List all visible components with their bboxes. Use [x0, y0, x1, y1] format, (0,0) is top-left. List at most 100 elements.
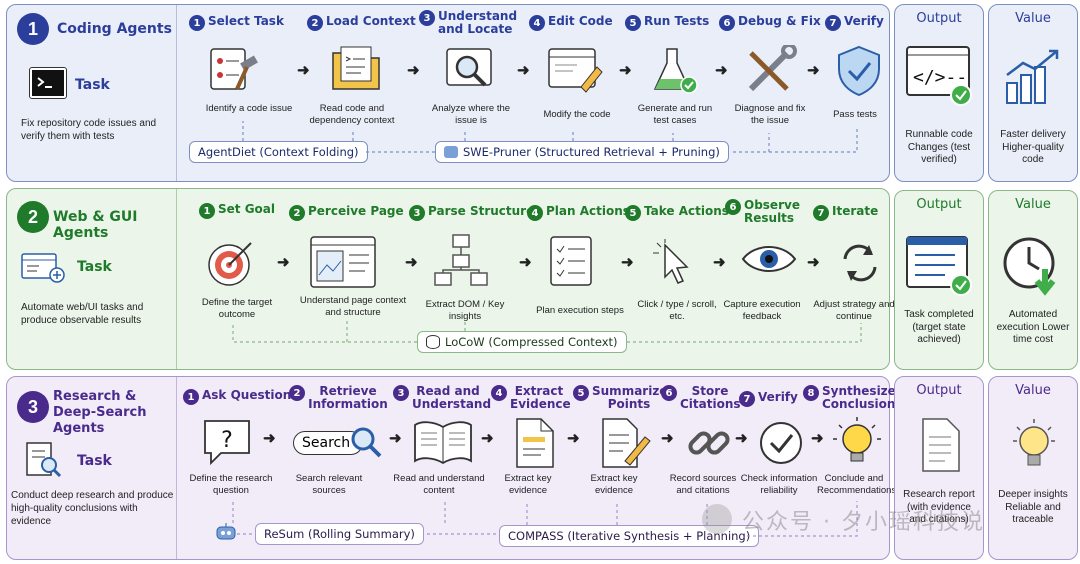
flow-arrow: ➜	[619, 62, 632, 79]
task-list-icon	[905, 235, 975, 296]
lightbulb-icon	[829, 415, 885, 467]
target-icon	[203, 237, 259, 289]
row-title: Web & GUI Agents	[53, 209, 138, 241]
row-title: Coding Agents	[57, 21, 172, 37]
lightbulb-icon	[1011, 417, 1057, 475]
panel-title: Output	[916, 11, 962, 26]
value-panel-research: Value Deeper insights Reliable and trace…	[988, 376, 1078, 560]
watermark: 公众号 · 夕小瑶科技说	[742, 510, 985, 535]
svg-text:?: ?	[221, 428, 233, 453]
search-icon	[351, 427, 382, 458]
chain-link-icon	[685, 419, 741, 471]
cursor-icon	[647, 237, 703, 289]
panel-text: Runnable code Changes (test verified)	[905, 129, 973, 165]
row-header: 3 Research & Deep-Search Agents Task Con…	[7, 377, 177, 559]
coding-agents-row: 1 Coding Agents Task Fix repository code…	[6, 4, 890, 182]
step-description: Extract DOM / Key insights	[425, 299, 505, 322]
step-description: Define the target outcome	[201, 297, 273, 320]
robot-icon	[215, 523, 237, 541]
search-bar-icon: Search	[293, 427, 383, 459]
flow-arrow: ➜	[567, 430, 580, 447]
terminal-icon	[29, 67, 67, 99]
hierarchy-icon	[433, 233, 489, 286]
flow-arrow: ➜	[517, 62, 530, 79]
document-search-icon	[23, 441, 63, 478]
editor-pencil-icon	[547, 45, 603, 97]
web-form-icon	[21, 253, 65, 283]
task-description: Fix repository code issues and verify th…	[21, 118, 157, 142]
flow-arrow: ➜	[263, 430, 276, 447]
task-description: Automate web/UI tasks and produce observ…	[21, 302, 144, 326]
open-book-icon	[413, 419, 472, 471]
eye-icon	[741, 239, 797, 291]
panel-title: Value	[1015, 197, 1051, 212]
flow-arrow: ➜	[715, 62, 728, 79]
tool-agentdiet: AgentDiet (Context Folding)	[189, 141, 368, 163]
clock-down-icon	[1001, 233, 1065, 299]
document-pencil-icon	[597, 417, 653, 469]
panel-text: Faster delivery Higher-quality code	[1000, 129, 1066, 165]
panel-text: Automated execution Lower time cost	[996, 309, 1070, 345]
task-label: Task	[77, 259, 112, 275]
step-description: Plan execution steps	[536, 305, 624, 316]
step-description: Generate and run test cases	[637, 103, 713, 126]
row-title: Research & Deep-Search Agents	[53, 389, 147, 436]
step-description: Define the research question	[189, 473, 273, 496]
row-number: 3	[17, 391, 49, 423]
web-gui-agents-row: 2 Web & GUI Agents Task Automate web/UI …	[6, 188, 895, 370]
refresh-icon	[833, 237, 889, 289]
flow-arrow: ➜	[735, 430, 748, 447]
step-description: Identify a code issue	[205, 103, 293, 114]
step-description: Capture execution feedback	[723, 299, 801, 322]
flow-arrow: ➜	[807, 62, 820, 79]
flow-arrow: ➜	[519, 254, 532, 271]
flow-arrow: ➜	[407, 62, 420, 79]
step-description: Pass tests	[833, 109, 877, 120]
step-description: Conclude and Recommendations	[817, 473, 897, 496]
panel-title: Output	[916, 197, 962, 212]
bug-hammer-icon	[207, 45, 263, 97]
step-description: Modify the code	[543, 109, 611, 120]
panel-text: Task completed (target state achieved)	[904, 309, 974, 345]
tool-swe-pruner: SWE-Pruner (Structured Retrieval + Pruni…	[435, 141, 729, 163]
flow-arrow: ➜	[621, 254, 634, 271]
panel-title: Output	[916, 383, 962, 398]
flow-arrow: ➜	[661, 430, 674, 447]
shield-icon	[835, 45, 891, 97]
step-description: Diagnose and fix the issue	[734, 103, 806, 126]
flask-icon	[647, 45, 703, 97]
output-panel-web: Output Task completed (target state achi…	[894, 190, 984, 370]
step-description: Search relevant sources	[295, 473, 363, 496]
checklist-icon	[545, 233, 601, 286]
tools-icon	[743, 43, 799, 97]
flow-arrow: ➜	[297, 62, 310, 79]
panel-text: Deeper insights Reliable and traceable	[998, 489, 1068, 525]
tool-locow: LoCoW (Compressed Context)	[417, 331, 627, 353]
flow-arrow: ➜	[389, 430, 402, 447]
database-icon	[426, 335, 440, 349]
step-description: Click / type / scroll, etc.	[637, 299, 717, 322]
step-description: Read code and dependency context	[309, 103, 395, 126]
step-description: Analyze where the issue is	[431, 103, 511, 126]
step-description: Extract key evidence	[590, 473, 638, 496]
flow-arrow: ➜	[807, 254, 820, 271]
step-description: Adjust strategy and continue	[813, 299, 895, 322]
watermark-logo	[702, 504, 732, 534]
research-agents-row: 3 Research & Deep-Search Agents Task Con…	[6, 376, 897, 560]
document-icon	[511, 417, 567, 469]
value-panel-web: Value Automated execution Lower time cos…	[988, 190, 1078, 370]
step-description: Extract key evidence	[504, 473, 552, 496]
